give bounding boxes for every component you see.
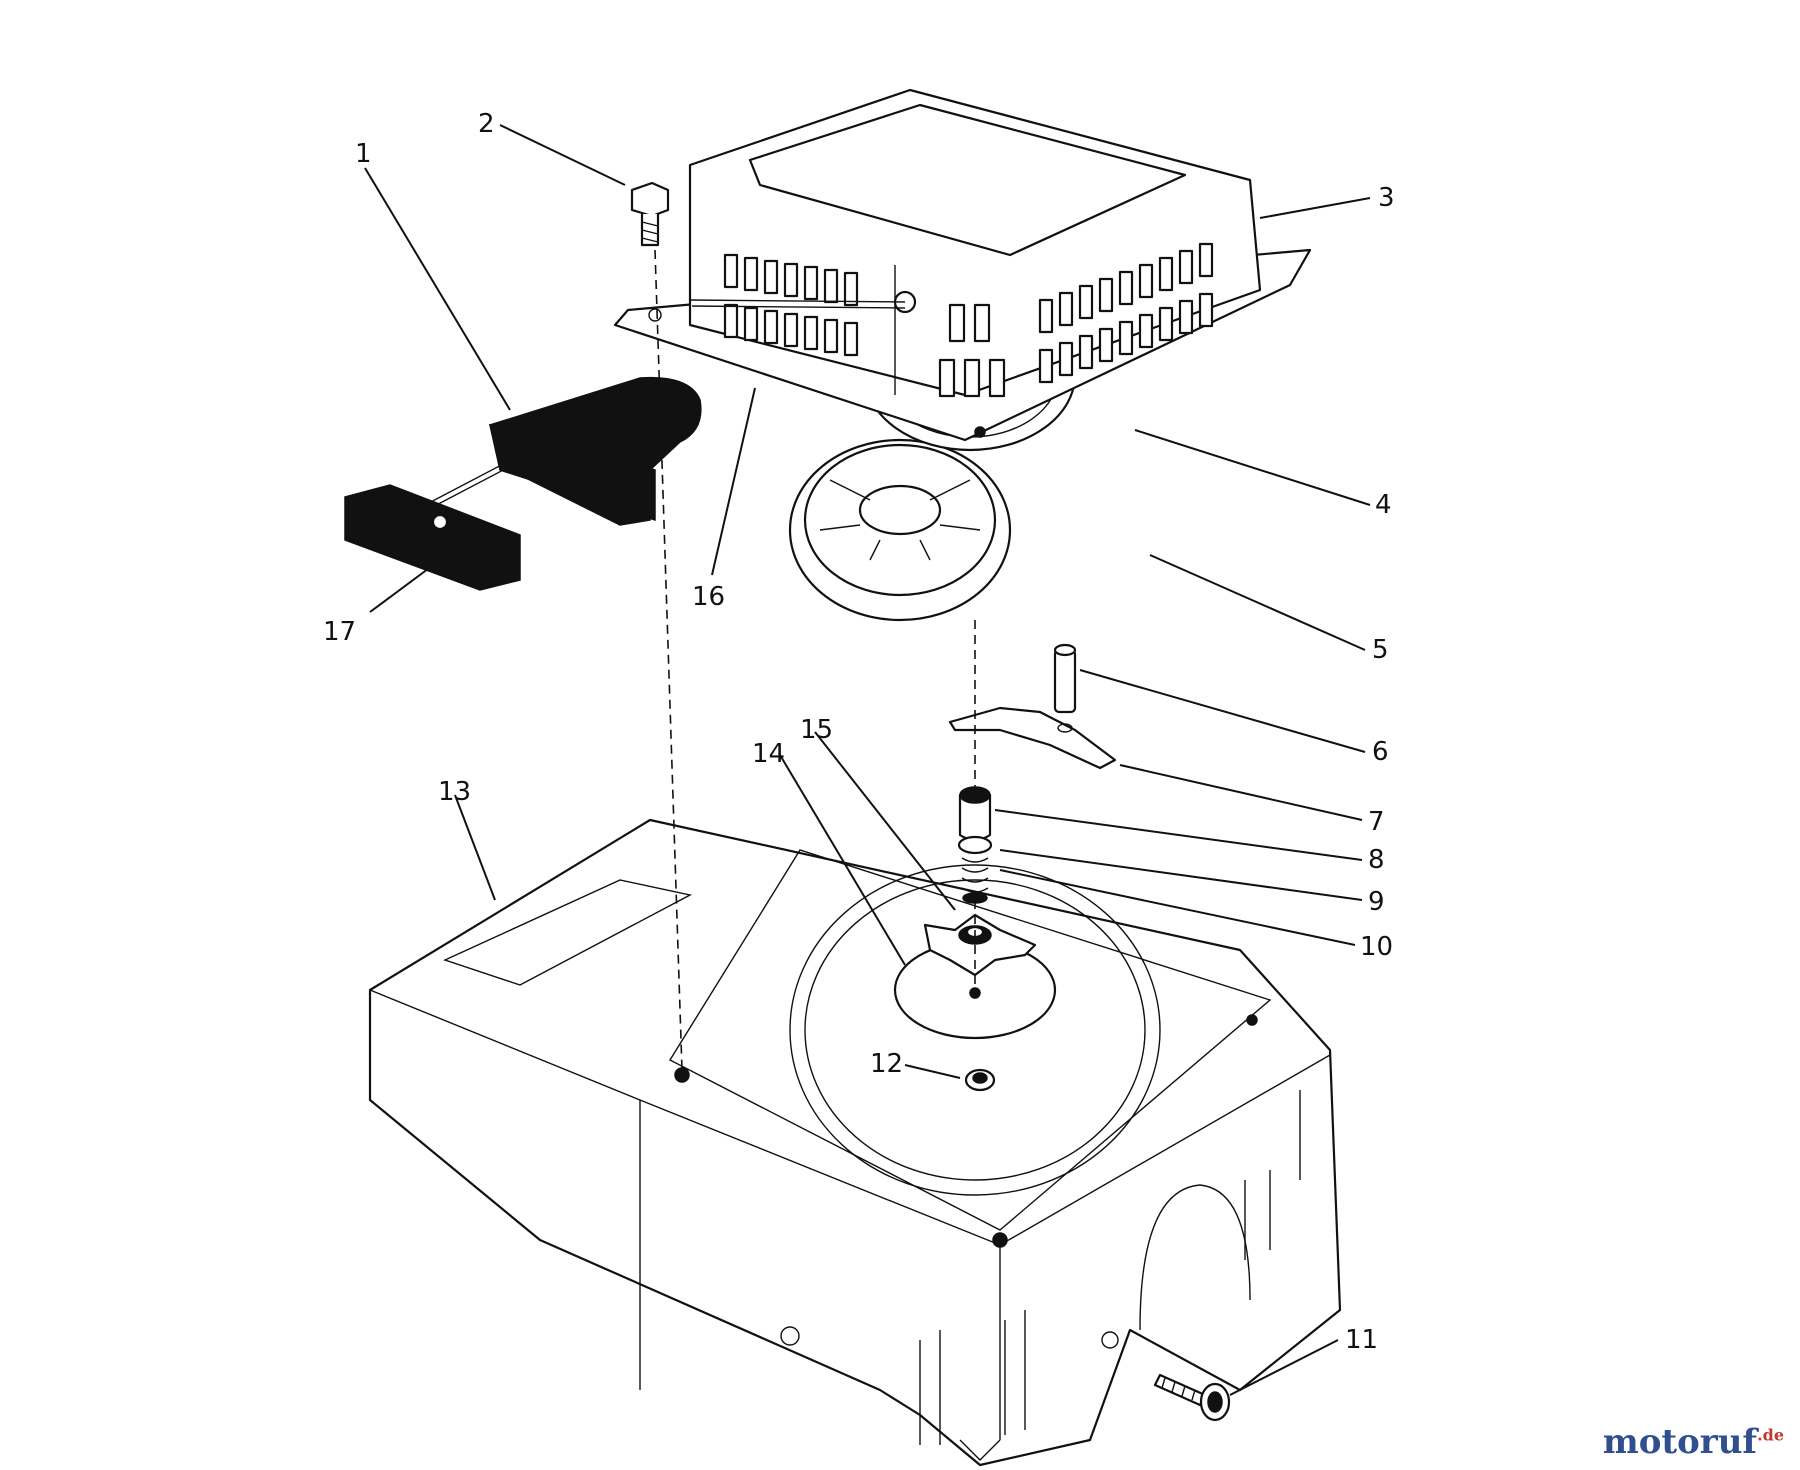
callout-6: 6 xyxy=(1372,737,1389,767)
callout-17: 17 xyxy=(323,617,356,647)
housing-vents xyxy=(723,242,1214,398)
callout-7: 7 xyxy=(1368,807,1385,837)
screw-part-11 xyxy=(1153,1373,1231,1422)
callout-5: 5 xyxy=(1372,635,1389,665)
engine-shroud-part-13 xyxy=(368,818,1342,1467)
pawl-part-7 xyxy=(948,706,1117,770)
callout-16: 16 xyxy=(692,582,725,612)
callout-11: 11 xyxy=(1345,1325,1378,1355)
rope-handle-part-17 xyxy=(344,484,521,591)
pin-part-6 xyxy=(1053,643,1077,714)
callout-9: 9 xyxy=(1368,887,1385,917)
watermark-tld: .de xyxy=(1757,1425,1784,1445)
callout-1: 1 xyxy=(355,139,372,169)
callout-14: 14 xyxy=(752,739,785,769)
rope-guide-part-1 xyxy=(488,376,702,526)
callout-10: 10 xyxy=(1360,932,1393,962)
watermark-brand: motoruf xyxy=(1602,1422,1758,1462)
callout-3: 3 xyxy=(1378,183,1395,213)
callout-12: 12 xyxy=(870,1049,903,1079)
callout-15: 15 xyxy=(800,715,833,745)
callout-4: 4 xyxy=(1375,490,1392,520)
callout-13: 13 xyxy=(438,777,471,807)
motoruf-watermark-logo: motoruf.de xyxy=(1603,1422,1784,1462)
pulley-part-5 xyxy=(788,438,1012,622)
spacer-part-8 xyxy=(958,786,992,842)
alignment-lines xyxy=(654,249,976,1071)
callout-8: 8 xyxy=(1368,845,1385,875)
callouts: 1 2 3 4 5 6 7 8 9 10 11 12 13 14 15 16 1… xyxy=(323,109,1395,1355)
callout-2: 2 xyxy=(478,109,495,139)
nut-part-12 xyxy=(964,1068,996,1092)
bolt-part-2 xyxy=(630,181,670,247)
leader-lines xyxy=(364,124,1371,1396)
starter-housing-part-3 xyxy=(613,88,1312,442)
washer-part-9 xyxy=(957,835,993,855)
